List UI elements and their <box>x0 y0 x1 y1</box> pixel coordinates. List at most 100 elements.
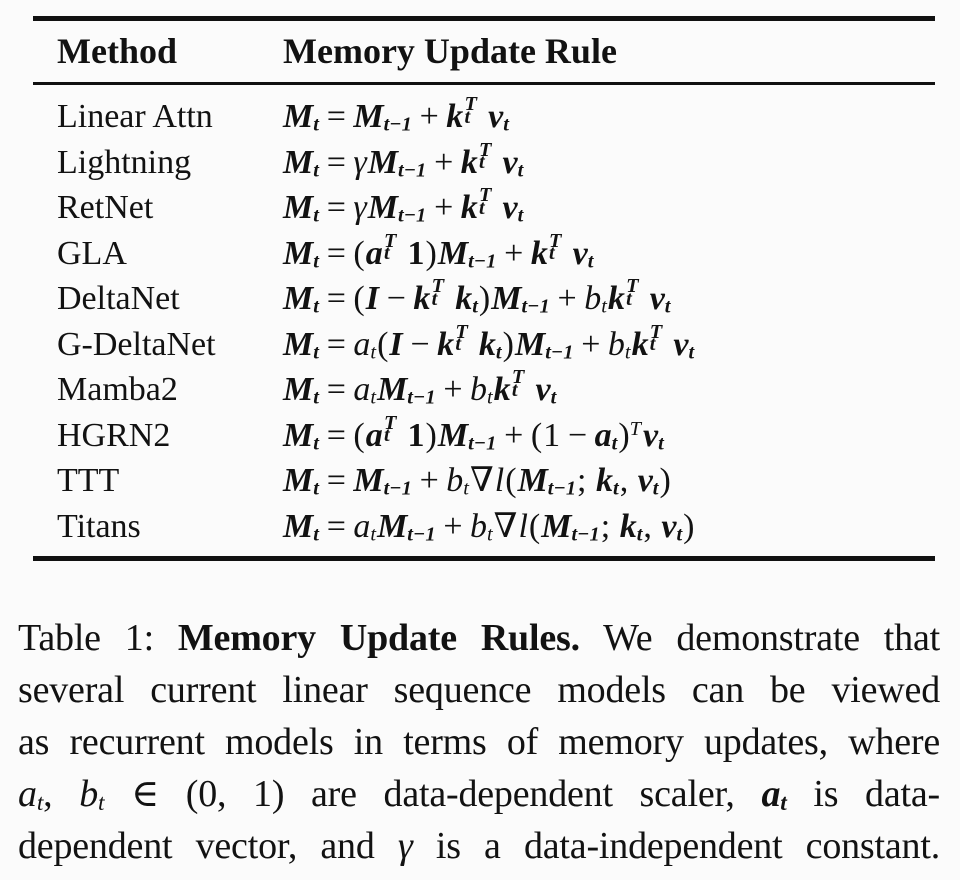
table-caption: Table 1: Memory Update Rules. We demonst… <box>18 612 940 872</box>
math-token: I <box>365 280 379 317</box>
math-token: Mt <box>283 189 319 227</box>
caption-segment: , <box>43 773 80 815</box>
math-token: kt <box>596 462 619 500</box>
math-token: = <box>326 234 346 272</box>
math-token: vt <box>502 189 524 227</box>
table-row: TTT Mt=Mt−1+bt∇l(Mt−1; kt, vt) <box>33 458 935 504</box>
caption-segment: γ <box>397 825 413 867</box>
math-token: = <box>326 280 346 317</box>
math-token: − <box>567 416 588 454</box>
math-token: , <box>643 507 661 545</box>
math-token: vt <box>649 280 671 318</box>
math-token: bt <box>469 371 493 409</box>
math-token: )T <box>618 416 641 454</box>
math-token: + <box>443 507 463 545</box>
math-token: ( <box>353 234 365 272</box>
caption-segment: at <box>761 773 787 816</box>
math-token: + <box>581 325 601 363</box>
math-token: Mt <box>283 507 319 546</box>
math-token: = <box>326 189 346 226</box>
caption-segment: several current linear sequence models c… <box>18 669 940 711</box>
math-token: Mt <box>283 325 319 364</box>
math-token: vt <box>535 371 557 409</box>
math-token: ) <box>659 462 671 499</box>
caption-segment: as recurrent models in terms of memory u… <box>18 721 940 763</box>
method-name: Linear Attn <box>57 98 213 135</box>
caption-line: dependent vector, and γ is a data-indepe… <box>18 820 940 872</box>
method-name: HGRN2 <box>57 416 171 454</box>
table-header-rule <box>33 82 935 85</box>
math-token: ) <box>478 280 491 317</box>
math-token: vt <box>673 325 695 364</box>
math-token: γ <box>353 143 367 181</box>
math-token: ) <box>502 325 514 363</box>
method-name: TTT <box>57 462 120 499</box>
method-name: DeltaNet <box>57 280 180 317</box>
math-token: − <box>386 280 406 317</box>
caption-line: Table 1: Memory Update Rules. We demonst… <box>18 612 940 664</box>
caption-segment: ∈ (0, 1) are data-dependent scaler, <box>104 773 762 815</box>
caption-segment: We demonstrate that <box>579 617 940 659</box>
column-header-memory-update-rule: Memory Update Rule <box>283 31 617 71</box>
math-token: Mt <box>283 98 319 136</box>
math-token: ∇ <box>469 462 494 499</box>
math-token: ( <box>528 507 541 545</box>
math-token: bt <box>584 280 607 318</box>
method-name: GLA <box>57 234 127 272</box>
math-token: ) <box>425 416 437 454</box>
math-token: Mt <box>283 416 319 455</box>
caption-segment: Memory Update Rules. <box>177 617 580 659</box>
math-token: + <box>557 280 577 317</box>
math-token: ; <box>577 462 595 499</box>
memory-update-formula: Mt=Mt−1+bt∇l(Mt−1; kt, vt) <box>283 458 935 504</box>
math-token: Mt−1 <box>491 280 550 318</box>
math-token: ( <box>377 325 389 363</box>
caption-segment: dependent vector, and <box>18 825 398 867</box>
math-token: + <box>419 98 439 135</box>
math-token: ( <box>353 280 365 317</box>
math-token: vt <box>637 462 659 500</box>
table-header-row: Method Memory Update Rule <box>33 21 935 82</box>
table-top-rule <box>33 16 935 21</box>
caption-segment: Table 1: <box>18 617 178 659</box>
math-token: Mt <box>283 234 319 273</box>
math-token: l <box>518 507 528 545</box>
method-name: Lightning <box>57 143 192 181</box>
math-token: kt <box>619 507 643 546</box>
math-token: bt <box>446 462 469 500</box>
math-token: vt <box>661 507 683 546</box>
math-token: Mt−1 <box>437 234 497 273</box>
math-token: kt <box>455 280 478 318</box>
math-token: Mt−1 <box>514 325 574 364</box>
math-token: , <box>619 462 637 499</box>
math-token: ∇ <box>493 507 518 545</box>
math-token: Mt <box>283 143 319 182</box>
math-token: vt <box>502 143 524 182</box>
math-token: ) <box>683 507 695 545</box>
caption-segment: is data- <box>786 773 940 815</box>
math-token: vt <box>643 416 664 455</box>
column-header-method: Method <box>57 31 177 71</box>
